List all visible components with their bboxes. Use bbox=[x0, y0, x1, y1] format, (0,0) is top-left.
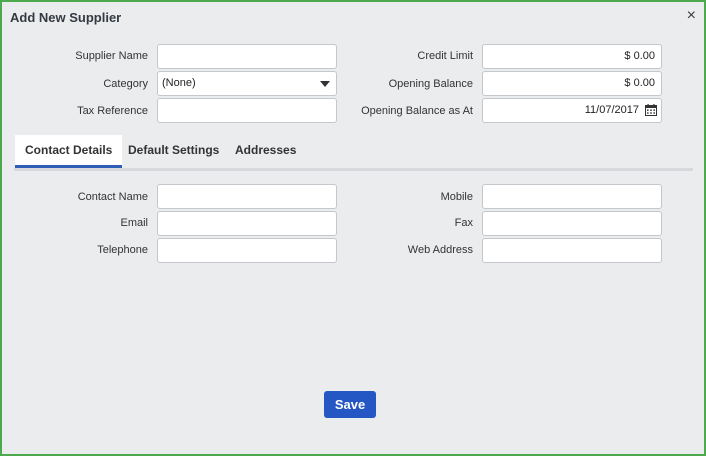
dialog-title: Add New Supplier bbox=[10, 10, 122, 25]
chevron-down-icon bbox=[320, 81, 330, 87]
close-icon[interactable]: × bbox=[686, 7, 696, 24]
web-address-label: Web Address bbox=[407, 244, 473, 256]
credit-limit-input[interactable]: $ 0.00 bbox=[482, 44, 662, 69]
opening-balance-date-value: 11/07/2017 bbox=[584, 104, 639, 116]
contact-name-input[interactable] bbox=[157, 184, 337, 209]
web-address-input[interactable] bbox=[482, 238, 662, 263]
supplier-name-input[interactable] bbox=[157, 44, 337, 69]
credit-limit-label: Credit Limit bbox=[417, 50, 473, 62]
tab-default-settings[interactable]: Default Settings bbox=[128, 143, 220, 157]
tab-contact-details[interactable]: Contact Details bbox=[15, 135, 123, 168]
supplier-name-label: Supplier Name bbox=[75, 50, 148, 62]
opening-balance-label: Opening Balance bbox=[388, 78, 473, 90]
calendar-icon[interactable] bbox=[645, 104, 657, 116]
fax-label: Fax bbox=[454, 217, 473, 229]
email-input[interactable] bbox=[157, 211, 337, 236]
email-label: Email bbox=[120, 217, 148, 229]
contact-name-label: Contact Name bbox=[77, 191, 148, 203]
save-button[interactable]: Save bbox=[324, 391, 376, 418]
telephone-label: Telephone bbox=[97, 244, 148, 256]
tab-bar: Contact Details Default Settings Address… bbox=[14, 135, 693, 171]
telephone-input[interactable] bbox=[157, 238, 337, 263]
opening-balance-date-input[interactable]: 11/07/2017 bbox=[482, 98, 662, 123]
fax-input[interactable] bbox=[482, 211, 662, 236]
mobile-input[interactable] bbox=[482, 184, 662, 209]
category-selected-value: (None) bbox=[162, 77, 196, 89]
category-select[interactable]: (None) bbox=[157, 71, 337, 96]
tax-reference-input[interactable] bbox=[157, 98, 337, 123]
opening-balance-as-at-label: Opening Balance as At bbox=[361, 105, 473, 117]
opening-balance-input[interactable]: $ 0.00 bbox=[482, 71, 662, 96]
tax-reference-label: Tax Reference bbox=[77, 105, 148, 117]
tab-addresses[interactable]: Addresses bbox=[235, 143, 297, 157]
category-label: Category bbox=[103, 78, 148, 90]
mobile-label: Mobile bbox=[440, 191, 473, 203]
